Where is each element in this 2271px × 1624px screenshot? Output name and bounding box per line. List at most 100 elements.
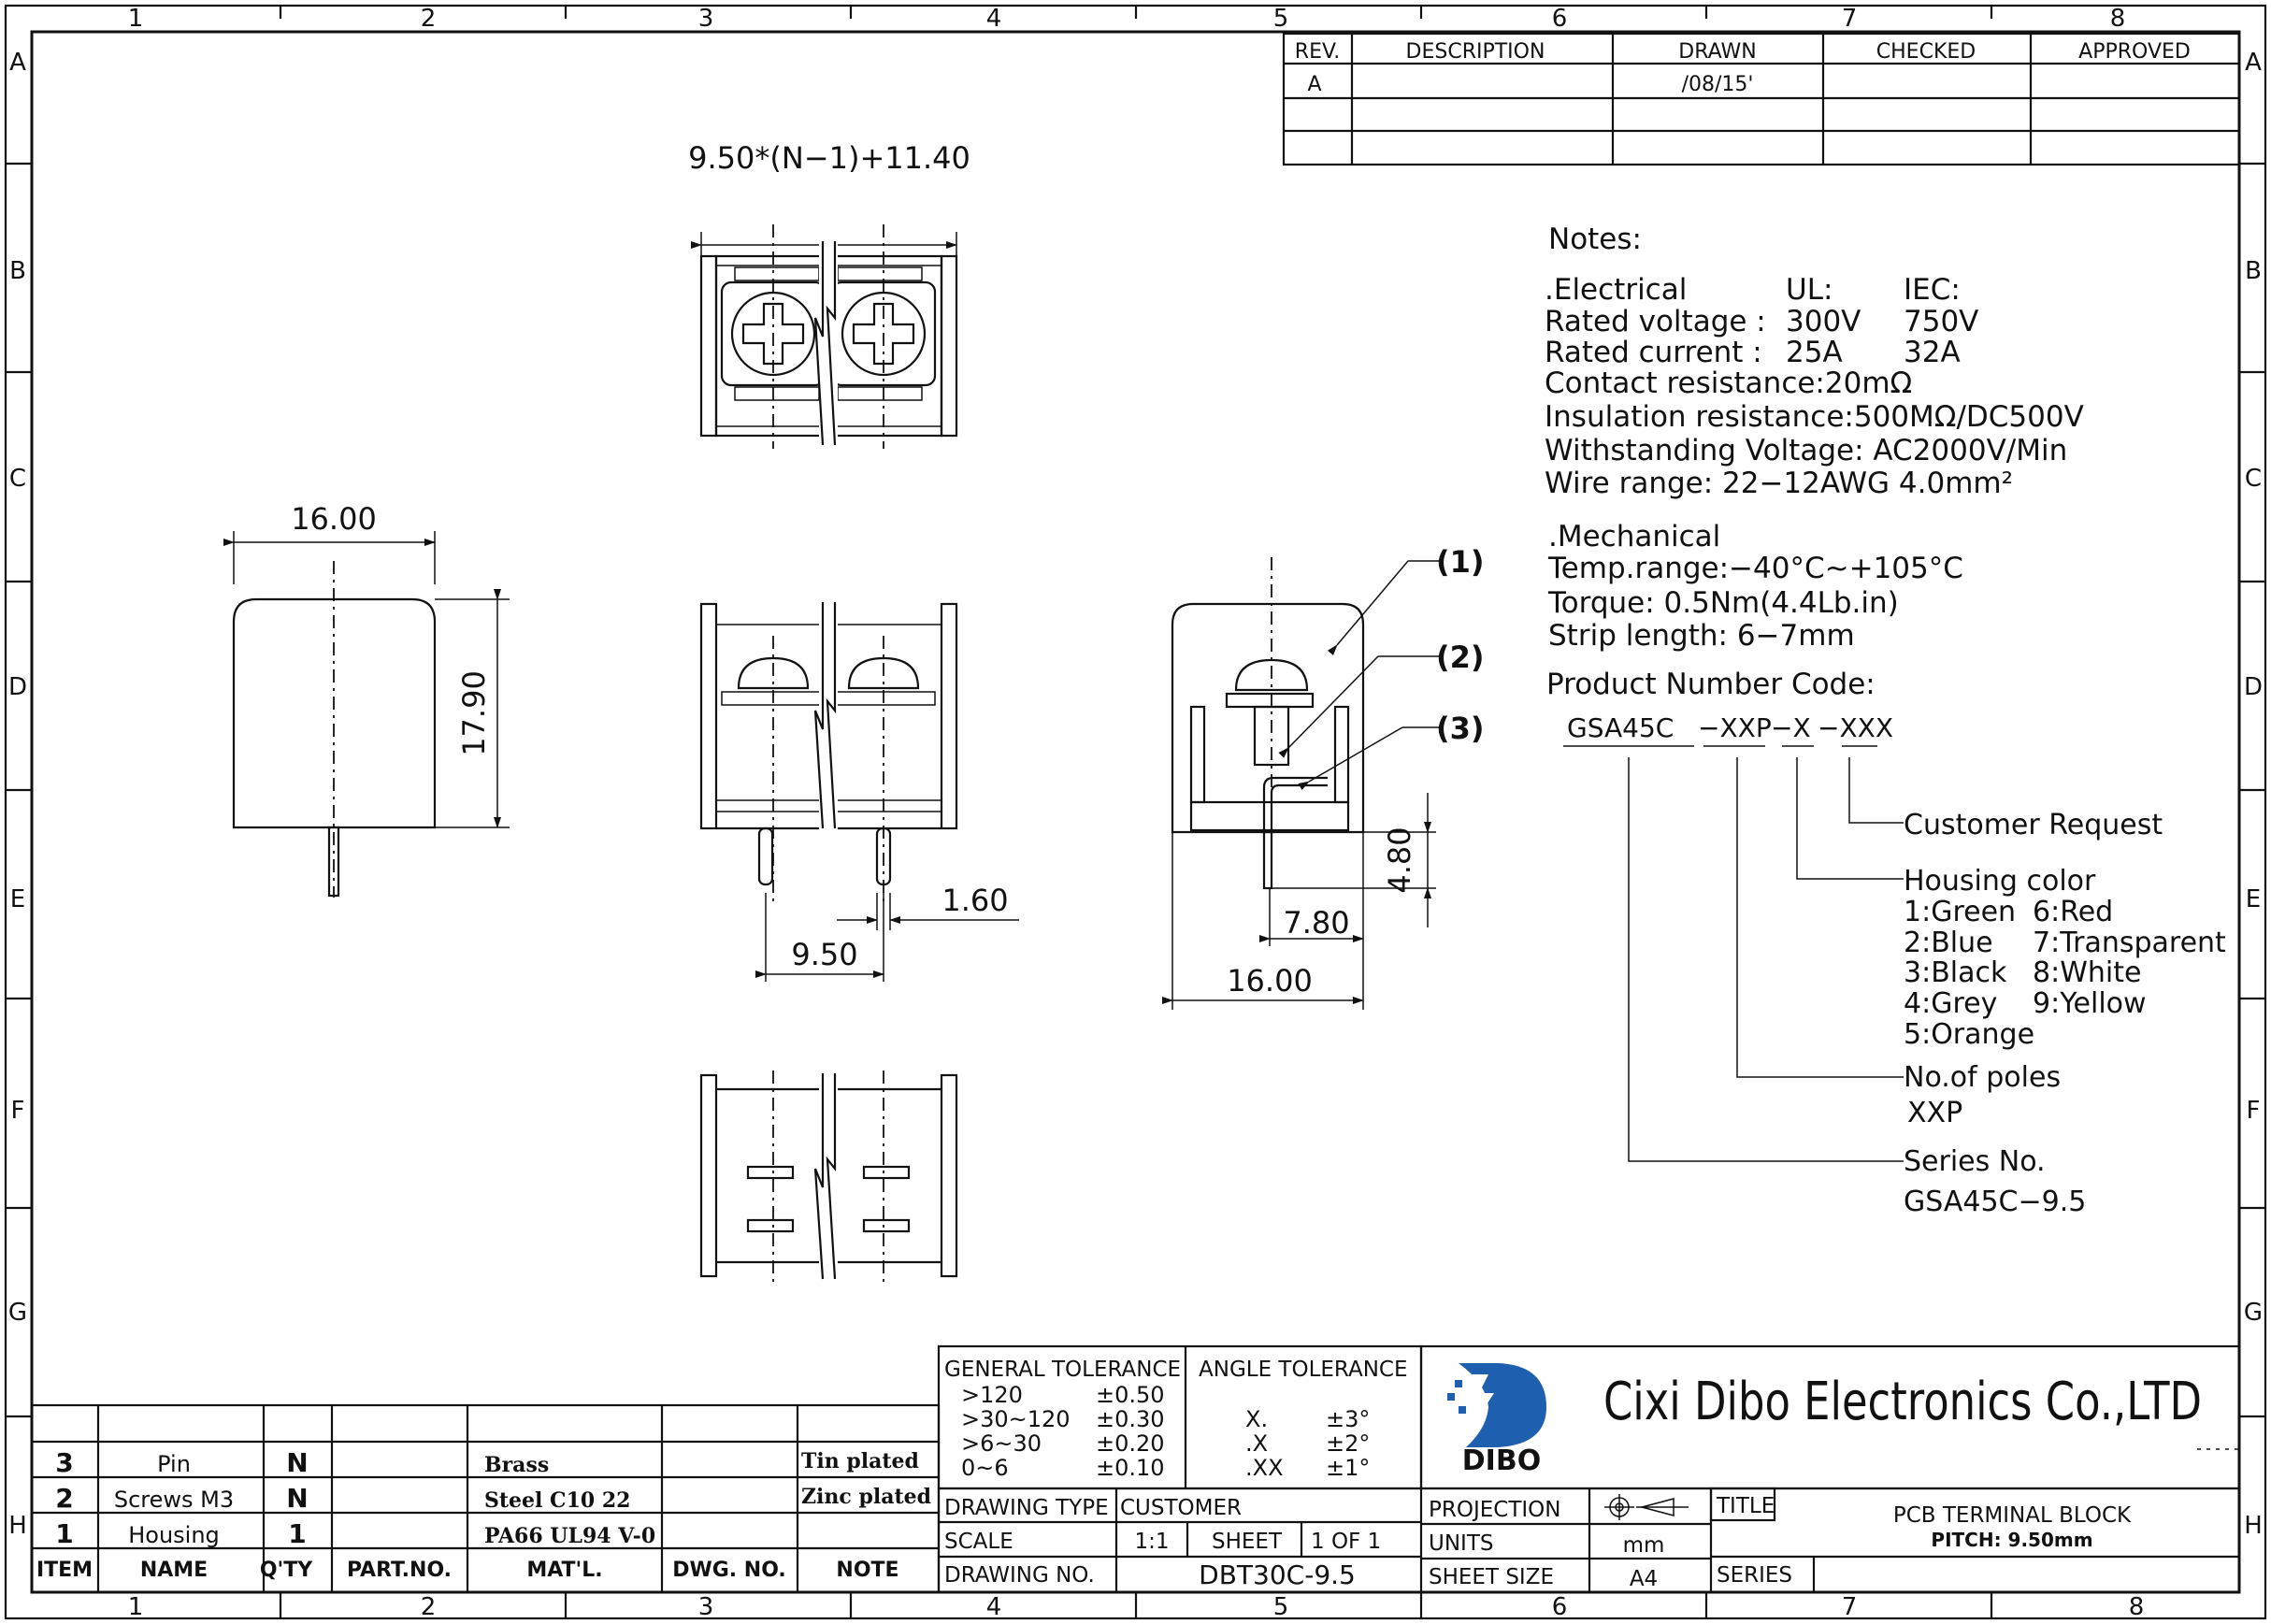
bom-header: MAT'L. [526,1559,602,1582]
col-label: 5 [1273,5,1289,33]
title-block: DIBO Cixi Dibo Electronics Co.,LTD [1419,1344,2241,1490]
sheet-value: 1 OF 1 [1311,1530,1381,1554]
tol-range: >6~30 [961,1430,1042,1457]
bom-qty: 1 [288,1518,306,1549]
bom-header: ITEM [36,1559,93,1582]
bom-item: 1 [55,1518,73,1549]
title-line-2: PITCH: 9.50mm [1931,1529,2092,1551]
sheet-size-value: A4 [1630,1567,1658,1591]
drawing-type-label: DRAWING TYPE [944,1496,1109,1520]
col-label: 5 [1273,1593,1289,1621]
row-label: E [2246,885,2261,913]
color-option: 8:White [2033,956,2141,989]
col-label: 2 [421,1593,437,1621]
note-line: Temp.range:−40°C~+105°C [1547,552,1963,585]
poles-value: XXP [1907,1097,1962,1129]
bom-material: Brass [484,1453,549,1477]
code-customer: −XXX [1818,712,1893,743]
general-tolerance-title: GENERAL TOLERANCE [944,1358,1181,1382]
title-line-1: PCB TERMINAL BLOCK [1893,1503,2132,1528]
bom-material: Steel C10 22 [484,1488,630,1513]
tol-value: ±0.20 [1096,1430,1165,1457]
row-markers-right: A B C D E F G H [2239,49,2265,1540]
note-line: Withstanding Voltage: AC2000V/Min [1545,434,2067,467]
pin-offset-dim: 7.80 [1283,905,1349,941]
column-markers-bottom: 1 2 3 4 5 6 7 8 [128,1592,2144,1621]
color-option: 1:Green [1904,896,2016,928]
row-label: H [2244,1512,2263,1540]
scale-value: 1:1 [1134,1530,1169,1554]
tol-range: 0~6 [961,1455,1009,1481]
color-option: 9:Yellow [2033,987,2147,1020]
bom-item: 2 [55,1483,73,1514]
bom-note: Tin plated [801,1449,919,1473]
tol-value: ±0.50 [1096,1382,1165,1408]
note-line: Contact resistance:20mΩ [1545,366,1912,400]
bom-table: ITEM NAME Q'TY PART.NO. MAT'L. DWG. NO. … [30,1403,941,1594]
row-label: A [2245,49,2262,77]
row-label: B [2245,257,2262,285]
color-option: 5:Orange [1904,1018,2034,1051]
bom-name: Screws M3 [114,1487,234,1513]
tol-value: ±0.10 [1096,1455,1165,1481]
series-value: GSA45C−9.5 [1904,1186,2086,1218]
description-header: DESCRIPTION [1406,40,1545,64]
screw-head-icon [841,291,927,377]
angle-precision: .X [1245,1430,1268,1457]
sheet-size-label: SHEET SIZE [1429,1565,1554,1589]
tol-value: ±0.30 [1096,1406,1165,1432]
row-label: B [9,257,26,285]
column-markers-top: 1 2 3 4 5 6 7 8 [128,5,2126,33]
rated-current-iec: 32A [1904,336,1961,369]
row-label: G [2244,1299,2263,1327]
col-label: 3 [698,1593,714,1621]
bom-header: DWG. NO. [672,1559,786,1582]
series-title: Series No. [1904,1145,2046,1178]
section-view: (1) (2) (3) 4.80 7.80 16.00 [1162,544,1485,1010]
side-height-dim: 17.90 [456,670,492,756]
angle-tolerance-title: ANGLE TOLERANCE [1199,1358,1408,1382]
row-label: D [8,673,27,701]
note-line: Insulation resistance:500MΩ/DC500V [1545,400,2084,434]
row-label: A [9,49,26,77]
bom-header: NAME [140,1559,208,1582]
bom-qty: N [286,1447,308,1478]
rated-current-label: Rated current : [1545,336,1762,369]
housing-color-title: Housing color [1904,865,2096,898]
bom-name: Pin [157,1451,191,1477]
col-label: 1 [128,5,144,33]
customer-label: CUSTOMER [1120,1496,1242,1520]
notes-block: Notes: .Electrical UL: IEC: Rated voltag… [1545,223,2226,1218]
projection-label: PROJECTION [1429,1498,1560,1522]
callout-3: (3) [1436,711,1485,746]
side-view: 16.00 17.90 [223,501,510,898]
checked-header: CHECKED [1876,40,1976,64]
sheet-label: SHEET [1212,1530,1283,1554]
row-label: G [8,1299,27,1327]
tol-range: >30~120 [961,1406,1071,1432]
note-line: Strip length: 6−7mm [1548,619,1855,653]
units-value: mm [1623,1533,1665,1558]
mechanical-heading: .Mechanical [1548,520,1720,553]
units-label: UNITS [1429,1531,1493,1556]
logo-text: DIBO [1462,1444,1541,1477]
top-view: 9.50*(N−1)+11.40 [688,140,970,449]
col-label: 8 [2110,5,2126,33]
scale-label: SCALE [944,1530,1013,1554]
color-option: 2:Blue [1904,927,1993,959]
row-label: F [2247,1097,2261,1125]
projection-symbol-icon [1604,1494,1689,1520]
rated-voltage-label: Rated voltage : [1545,305,1766,338]
rated-current-ul: 25A [1786,336,1843,369]
drawing-no-label: DRAWING NO. [944,1563,1095,1588]
side-width-dim: 16.00 [291,501,377,537]
angle-precision: .XX [1245,1455,1284,1481]
callout-1: (1) [1436,544,1485,580]
screw-head-icon [730,291,816,377]
angle-precision: X. [1245,1406,1268,1432]
electrical-heading: .Electrical [1545,273,1687,307]
col-label: 7 [1842,5,1858,33]
row-markers-left: A B C D E F G H [6,49,32,1540]
col-label: 6 [1552,5,1568,33]
